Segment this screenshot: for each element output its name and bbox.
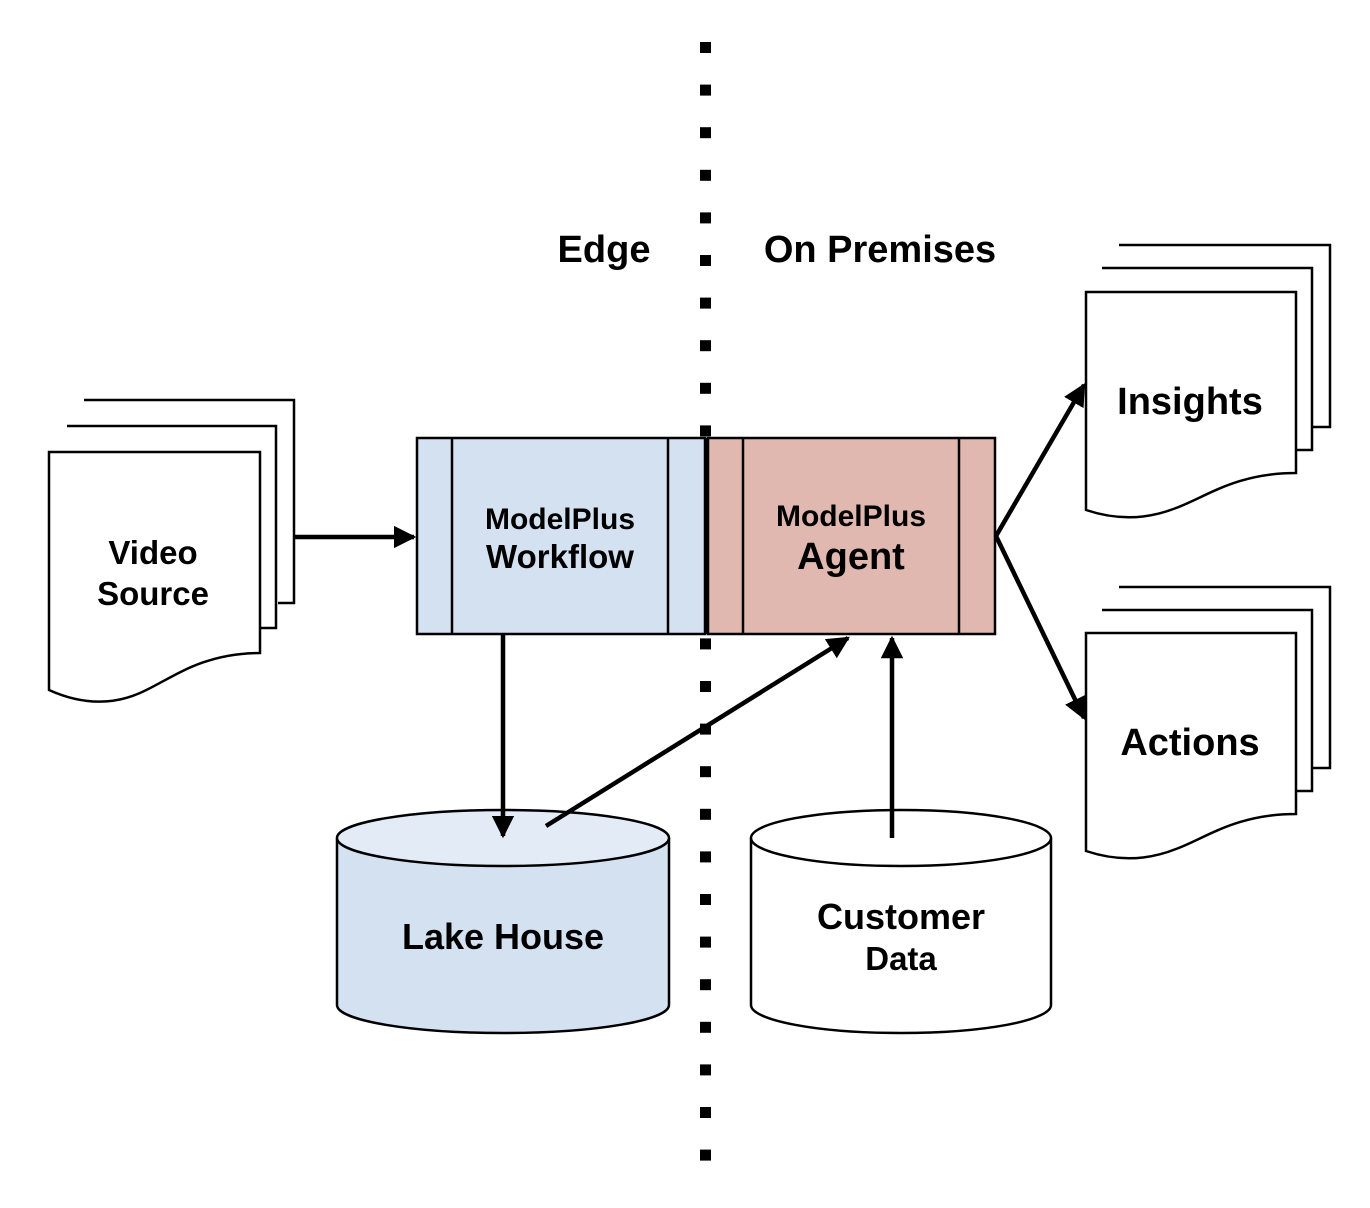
video-source-label-line2: Source (97, 575, 209, 612)
divider-dot (700, 84, 711, 96)
customer-data-cylinder-body (749, 838, 1053, 1035)
zone-label-edge: Edge (558, 229, 651, 271)
video-source-label-line1: Video (108, 534, 197, 571)
modelplus-workflow-node[interactable]: ModelPlus Workflow (415, 436, 707, 636)
divider-dot (700, 1064, 711, 1076)
insights-node[interactable]: Insights (1084, 243, 1332, 519)
document-front-page (1084, 290, 1298, 519)
customer-data-label-line1: Customer (817, 896, 985, 937)
divider-dot (700, 340, 711, 352)
agent-label-line1: ModelPlus (776, 500, 926, 533)
modelplus-agent-node[interactable]: ModelPlus Agent (706, 436, 997, 636)
divider-dot (700, 425, 711, 437)
divider-dot (700, 1021, 711, 1033)
agent-box (706, 436, 997, 636)
lake-house-label: Lake House (402, 916, 604, 957)
customer-data-cylinder-top (749, 808, 1053, 868)
divider-dot (700, 212, 711, 224)
divider-dot (700, 382, 711, 394)
divider-dot (700, 169, 711, 181)
divider-dot (700, 766, 711, 778)
arrow-agent-to-actions (993, 535, 1087, 721)
actions-label: Actions (1120, 722, 1259, 764)
insights-label: Insights (1117, 381, 1263, 423)
lake-house-node[interactable]: Lake House (335, 808, 671, 1035)
arrow-agent-to-insights (994, 383, 1086, 538)
divider-dot (700, 297, 711, 309)
arrow-lake-house-to-agent (544, 636, 850, 828)
agent-label-line2: Agent (797, 536, 905, 578)
video-source-node[interactable]: Video Source (47, 398, 296, 703)
customer-data-label-line2: Data (865, 940, 937, 977)
divider-dot (700, 42, 711, 53)
document-front-page (47, 450, 262, 703)
divider-dot (700, 681, 711, 692)
divider-dot (700, 1149, 711, 1161)
edges (294, 383, 1087, 839)
divider-dot (700, 638, 711, 650)
divider-dot (700, 808, 711, 820)
customer-data-node[interactable]: Customer Data (749, 808, 1053, 1035)
divider-dot (700, 979, 711, 991)
zone-label-on-premises: On Premises (764, 229, 996, 271)
actions-node[interactable]: Actions (1084, 585, 1332, 860)
workflow-label-line2: Workflow (486, 538, 634, 575)
document-front-page (1084, 631, 1298, 860)
divider-dot (700, 936, 711, 948)
divider-dot (700, 894, 711, 905)
divider-dot (700, 851, 711, 863)
lake-house-cylinder-body (335, 838, 671, 1035)
divider-dot (700, 255, 711, 266)
divider-dot (700, 1107, 711, 1118)
workflow-label-line1: ModelPlus (485, 503, 635, 536)
workflow-box (415, 436, 707, 636)
divider-dot (700, 127, 711, 139)
